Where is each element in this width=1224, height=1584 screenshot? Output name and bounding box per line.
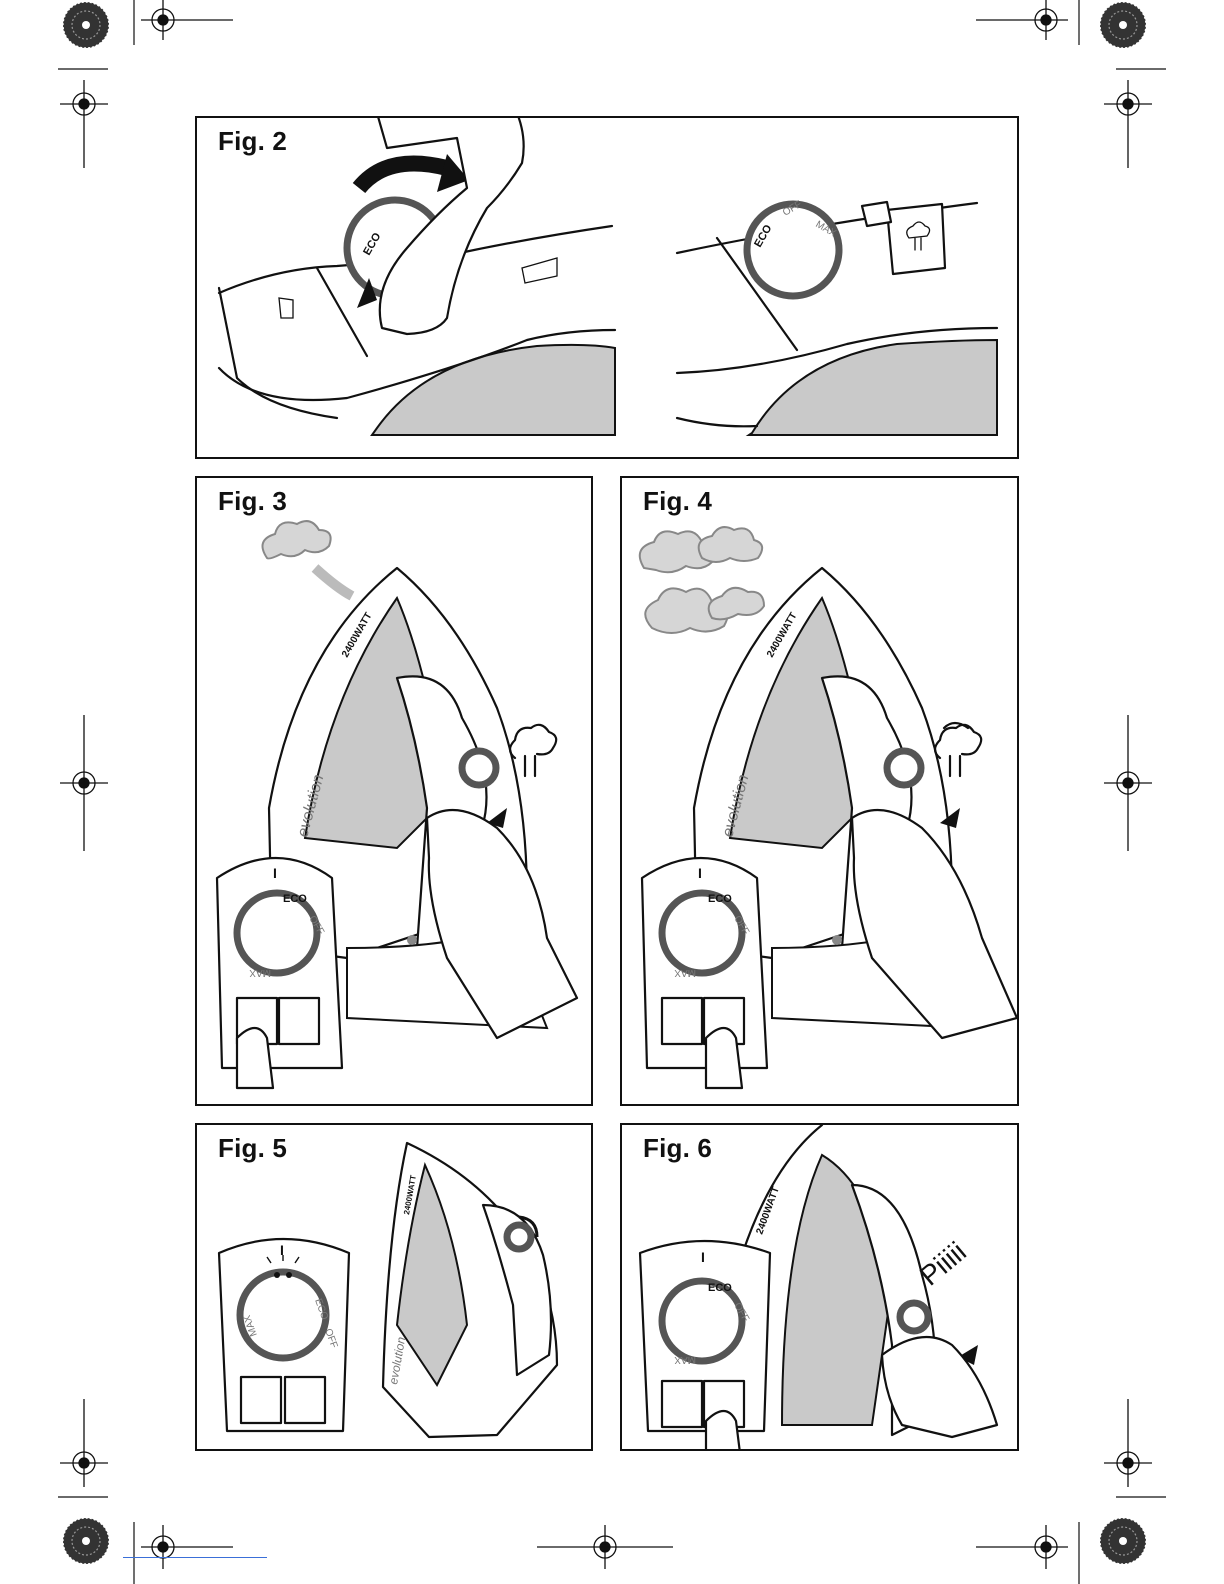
on-mark: I — [698, 865, 702, 881]
burst-steam-button[interactable] — [279, 998, 319, 1044]
hand-icon — [882, 1337, 997, 1437]
steam-button[interactable] — [662, 1381, 702, 1427]
footer-rule — [123, 1557, 267, 1558]
figure-2-panel: ECO ECO OFF MAX Fig. 2 — [195, 116, 1019, 459]
fig2-illustration: ECO ECO OFF MAX — [197, 118, 1019, 459]
figure-5-panel: I ECO OFF MAX evolution 2400WATT Fig. 5 — [195, 1123, 593, 1451]
inset-dial[interactable] — [662, 893, 742, 973]
rotate-arrow-icon — [359, 164, 447, 189]
control-panel-inset: I ECO OFF MAX — [642, 858, 767, 1088]
iron-top-view-left: ECO — [219, 118, 615, 435]
iron-top-view-right: ECO OFF MAX — [677, 199, 997, 435]
iron-side-view: evolution 2400WATT — [383, 1143, 557, 1437]
inset-eco-label: ECO — [708, 1282, 732, 1294]
finger-icon — [706, 1028, 742, 1088]
inset-eco-label: ECO — [283, 893, 307, 905]
figure-label: Fig. 5 — [218, 1133, 287, 1164]
water-tank-icon — [279, 298, 293, 318]
inset-eco-label: ECO — [708, 893, 732, 905]
figure-3-panel: evolution 2400WATT I ECO OFF MAX Fig. 3 — [195, 476, 593, 1106]
steam-button[interactable] — [662, 998, 702, 1044]
finger-icon — [706, 1411, 740, 1451]
on-mark: I — [273, 865, 277, 881]
temperature-dial[interactable] — [900, 1303, 928, 1331]
control-panel-inset: I ECO OFF MAX — [219, 1239, 349, 1431]
steam-button-icon[interactable] — [887, 204, 945, 274]
burst-steam-button[interactable] — [285, 1377, 325, 1423]
figure-4-panel: evolution 2400WATT I ECO OFF MAX Fig. 4 — [620, 476, 1019, 1106]
burst-steam-symbol-icon — [935, 723, 981, 776]
fig4-illustration: evolution 2400WATT I ECO OFF MAX — [622, 478, 1019, 1106]
inset-max-label: MAX — [674, 1354, 696, 1365]
figure-label: Fig. 6 — [643, 1133, 712, 1164]
figure-label: Fig. 4 — [643, 486, 712, 517]
temperature-dial[interactable] — [887, 751, 921, 785]
temperature-dial[interactable] — [462, 751, 496, 785]
temperature-dial[interactable] — [507, 1225, 531, 1249]
steam-symbol-icon — [510, 725, 556, 776]
temperature-dial-set[interactable] — [747, 204, 839, 296]
figure-label: Fig. 2 — [218, 126, 287, 157]
inset-dial[interactable] — [237, 893, 317, 973]
inset-max-label: MAX — [249, 967, 271, 978]
burst-steam-cloud-icon — [640, 527, 764, 633]
finger-icon — [237, 1028, 273, 1088]
steam-button[interactable] — [241, 1377, 281, 1423]
figure-label: Fig. 3 — [218, 486, 287, 517]
steam-cloud-icon — [263, 521, 353, 596]
inset-max-label: MAX — [674, 967, 696, 978]
control-panel-inset: I ECO OFF MAX — [217, 858, 342, 1088]
fig3-illustration: evolution 2400WATT I ECO OFF MAX — [197, 478, 593, 1106]
control-panel-inset: I ECO OFF MAX — [640, 1241, 770, 1451]
figure-6-panel: 2400WATT Piiiii I ECO OFF MAX Fig. 6 — [620, 1123, 1019, 1451]
fig6-illustration: 2400WATT Piiiii I ECO OFF MAX — [622, 1125, 1019, 1451]
on-mark: I — [701, 1249, 705, 1265]
fig5-illustration: I ECO OFF MAX evolution 2400WATT — [197, 1125, 593, 1451]
